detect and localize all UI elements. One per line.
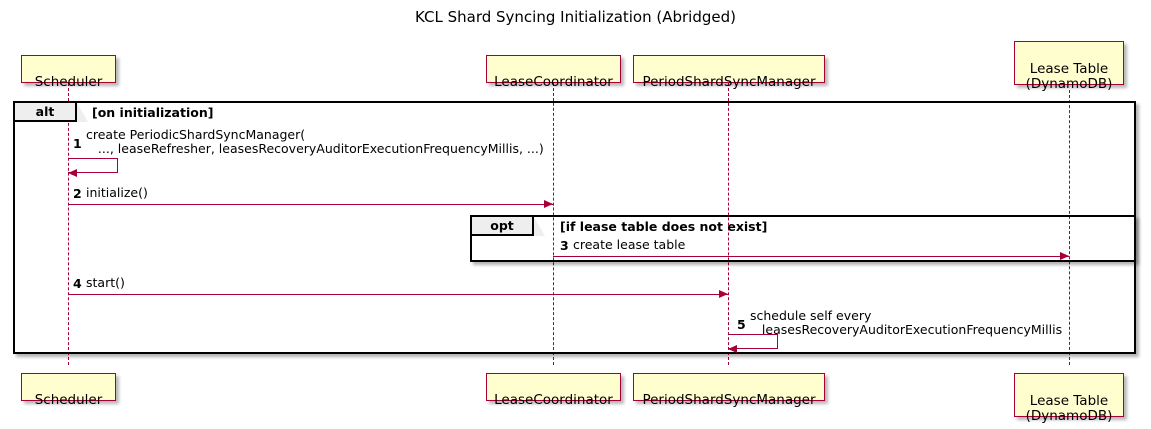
message-4-line bbox=[68, 294, 728, 295]
participant-label: Scheduler bbox=[34, 74, 103, 90]
fragment-alt-tab: alt bbox=[15, 103, 77, 122]
fragment-alt-tab-corner bbox=[77, 103, 88, 122]
fragment-keyword: opt bbox=[490, 218, 514, 233]
participant-periodshardsyncmanager-top[interactable]: PeriodShardSyncManager bbox=[633, 55, 825, 90]
message-2-arrowhead bbox=[544, 199, 553, 208]
participant-label: Lease Table (DynamoDB) bbox=[1025, 393, 1113, 424]
fragment-opt: opt bbox=[470, 215, 1136, 262]
message-5-label-line1: schedule self every bbox=[750, 308, 872, 323]
message-2-number: 2 bbox=[73, 186, 82, 201]
message-2-label: initialize() bbox=[86, 185, 148, 200]
participant-leasecoordinator-bottom[interactable]: LeaseCoordinator bbox=[486, 373, 621, 408]
lifeline-leasetable bbox=[1069, 90, 1070, 365]
message-1-label-line1: create PeriodicShardSyncManager( bbox=[86, 127, 306, 142]
message-1-self-loop bbox=[68, 158, 118, 173]
message-5-arrowhead bbox=[728, 344, 737, 353]
message-5-self-loop bbox=[728, 334, 778, 349]
participant-label: PeriodShardSyncManager bbox=[642, 74, 816, 90]
message-3-arrowhead bbox=[1060, 251, 1069, 260]
participant-leasetable-top[interactable]: Lease Table (DynamoDB) bbox=[1014, 41, 1124, 92]
message-4-arrowhead bbox=[719, 289, 728, 298]
message-4-label: start() bbox=[86, 275, 125, 290]
lifeline-scheduler bbox=[68, 83, 69, 365]
participant-label: PeriodShardSyncManager bbox=[642, 392, 816, 408]
page-title: KCL Shard Syncing Initialization (Abridg… bbox=[415, 8, 736, 26]
message-1-label-line2: ..., leaseRefresher, leasesRecoveryAudit… bbox=[86, 141, 544, 156]
message-3-number: 3 bbox=[560, 238, 569, 253]
message-5-number: 5 bbox=[737, 317, 746, 332]
lifeline-periodshardsyncmanager bbox=[728, 83, 729, 365]
message-1-number: 1 bbox=[73, 136, 82, 151]
participant-label: LeaseCoordinator bbox=[494, 392, 613, 408]
fragment-keyword: alt bbox=[35, 104, 55, 119]
message-4-number: 4 bbox=[73, 276, 82, 291]
message-5-label-line2: leasesRecoveryAuditorExecutionFrequencyM… bbox=[750, 322, 1063, 337]
fragment-opt-tab: opt bbox=[472, 217, 534, 236]
message-2-line bbox=[68, 204, 553, 205]
fragment-alt-condition: [on initialization] bbox=[92, 105, 214, 120]
participant-leasecoordinator-top[interactable]: LeaseCoordinator bbox=[486, 55, 621, 90]
message-3-label: create lease table bbox=[573, 237, 686, 252]
message-1-arrowhead bbox=[68, 168, 77, 177]
participant-label: Scheduler bbox=[34, 392, 103, 408]
message-3-line bbox=[553, 256, 1069, 257]
lifeline-leasecoordinator bbox=[553, 83, 554, 365]
fragment-opt-tab-corner bbox=[534, 217, 545, 236]
participant-scheduler-top[interactable]: Scheduler bbox=[21, 55, 116, 90]
participant-label: LeaseCoordinator bbox=[494, 74, 613, 90]
participant-label: Lease Table (DynamoDB) bbox=[1025, 61, 1113, 92]
participant-scheduler-bottom[interactable]: Scheduler bbox=[21, 373, 116, 408]
participant-periodshardsyncmanager-bottom[interactable]: PeriodShardSyncManager bbox=[633, 373, 825, 408]
participant-leasetable-bottom[interactable]: Lease Table (DynamoDB) bbox=[1014, 373, 1124, 424]
fragment-opt-condition: [if lease table does not exist] bbox=[560, 219, 768, 234]
